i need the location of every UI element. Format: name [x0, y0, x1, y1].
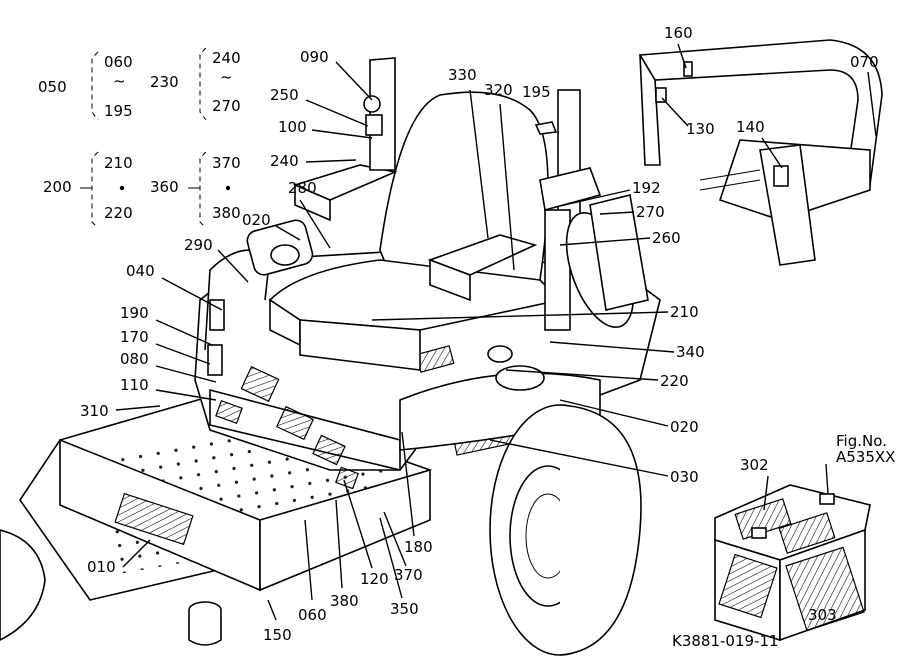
- part-label-l195a: 195: [104, 102, 133, 120]
- group-brackets: [80, 47, 231, 229]
- part-label-l195b: 195: [522, 83, 551, 101]
- part-label-l220a: 220: [104, 204, 133, 222]
- part-label-l330: 330: [448, 66, 477, 84]
- figure-number-line2: A535XX: [836, 448, 895, 466]
- part-label-ltilde2: ~: [220, 68, 233, 86]
- part-label-l380b: 380: [330, 592, 359, 610]
- armrest-left: [292, 57, 398, 222]
- part-label-l010: 010: [87, 558, 116, 576]
- part-label-l340: 340: [676, 343, 705, 361]
- part-label-l370a: 370: [212, 154, 241, 172]
- part-label-l090: 090: [300, 48, 329, 66]
- part-label-l070: 070: [850, 53, 879, 71]
- leader-lines: [115, 43, 877, 621]
- part-label-l040: 040: [126, 262, 155, 280]
- part-label-l210a: 210: [104, 154, 133, 172]
- fuel-tank: [565, 194, 649, 328]
- part-label-l280: 280: [288, 179, 317, 197]
- part-label-l230: 230: [150, 73, 179, 91]
- figure-number-line1: Fig.No.: [836, 432, 887, 450]
- part-label-l260: 260: [652, 229, 681, 247]
- part-label-l320: 320: [484, 81, 513, 99]
- part-label-l150: 150: [263, 626, 292, 644]
- part-label-l050: 050: [38, 78, 67, 96]
- part-label-l290: 290: [184, 236, 213, 254]
- part-label-l360: 360: [150, 178, 179, 196]
- part-label-l160: 160: [664, 24, 693, 42]
- part-label-l100: 100: [278, 118, 307, 136]
- part-label-l350: 350: [390, 600, 419, 618]
- part-label-l020b: 020: [670, 418, 699, 436]
- part-label-l270b: 270: [636, 203, 665, 221]
- part-label-l180: 180: [404, 538, 433, 556]
- drawing-code: K3881-019-11: [672, 632, 779, 650]
- part-label-l060a: 060: [104, 53, 133, 71]
- part-label-l220b: 220: [660, 372, 689, 390]
- part-label-l310: 310: [80, 402, 109, 420]
- part-label-ltilde1: ~: [113, 72, 126, 90]
- part-label-l080: 080: [120, 350, 149, 368]
- part-label-l190: 190: [120, 304, 149, 322]
- part-label-l270a: 270: [212, 97, 241, 115]
- part-label-l303: 303: [808, 606, 837, 624]
- part-labels: 090 250 100 240 280 020 290 040 190 170 080 110 310 0…: [38, 24, 879, 644]
- part-label-l030: 030: [670, 468, 699, 486]
- part-label-l110: 110: [120, 376, 149, 394]
- part-label-l370b: 370: [394, 566, 423, 584]
- rops-frame: [638, 39, 883, 266]
- part-label-l380a: 380: [212, 204, 241, 222]
- part-label-l210: 210: [670, 303, 699, 321]
- part-label-l140: 140: [736, 118, 765, 136]
- part-label-l302: 302: [740, 456, 769, 474]
- battery: [714, 484, 871, 642]
- part-label-l060b: 060: [298, 606, 327, 624]
- lap-bar: [204, 219, 314, 376]
- part-label-l250: 250: [270, 86, 299, 104]
- rear-tire: [489, 404, 642, 656]
- part-label-l192: 192: [632, 179, 661, 197]
- part-label-l200: 200: [43, 178, 72, 196]
- part-label-l020a: 020: [242, 211, 271, 229]
- part-label-l170: 170: [120, 328, 149, 346]
- part-label-l120: 120: [360, 570, 389, 588]
- part-label-l240: 240: [270, 152, 299, 170]
- part-label-l130: 130: [686, 120, 715, 138]
- part-label-l240a: 240: [212, 49, 241, 67]
